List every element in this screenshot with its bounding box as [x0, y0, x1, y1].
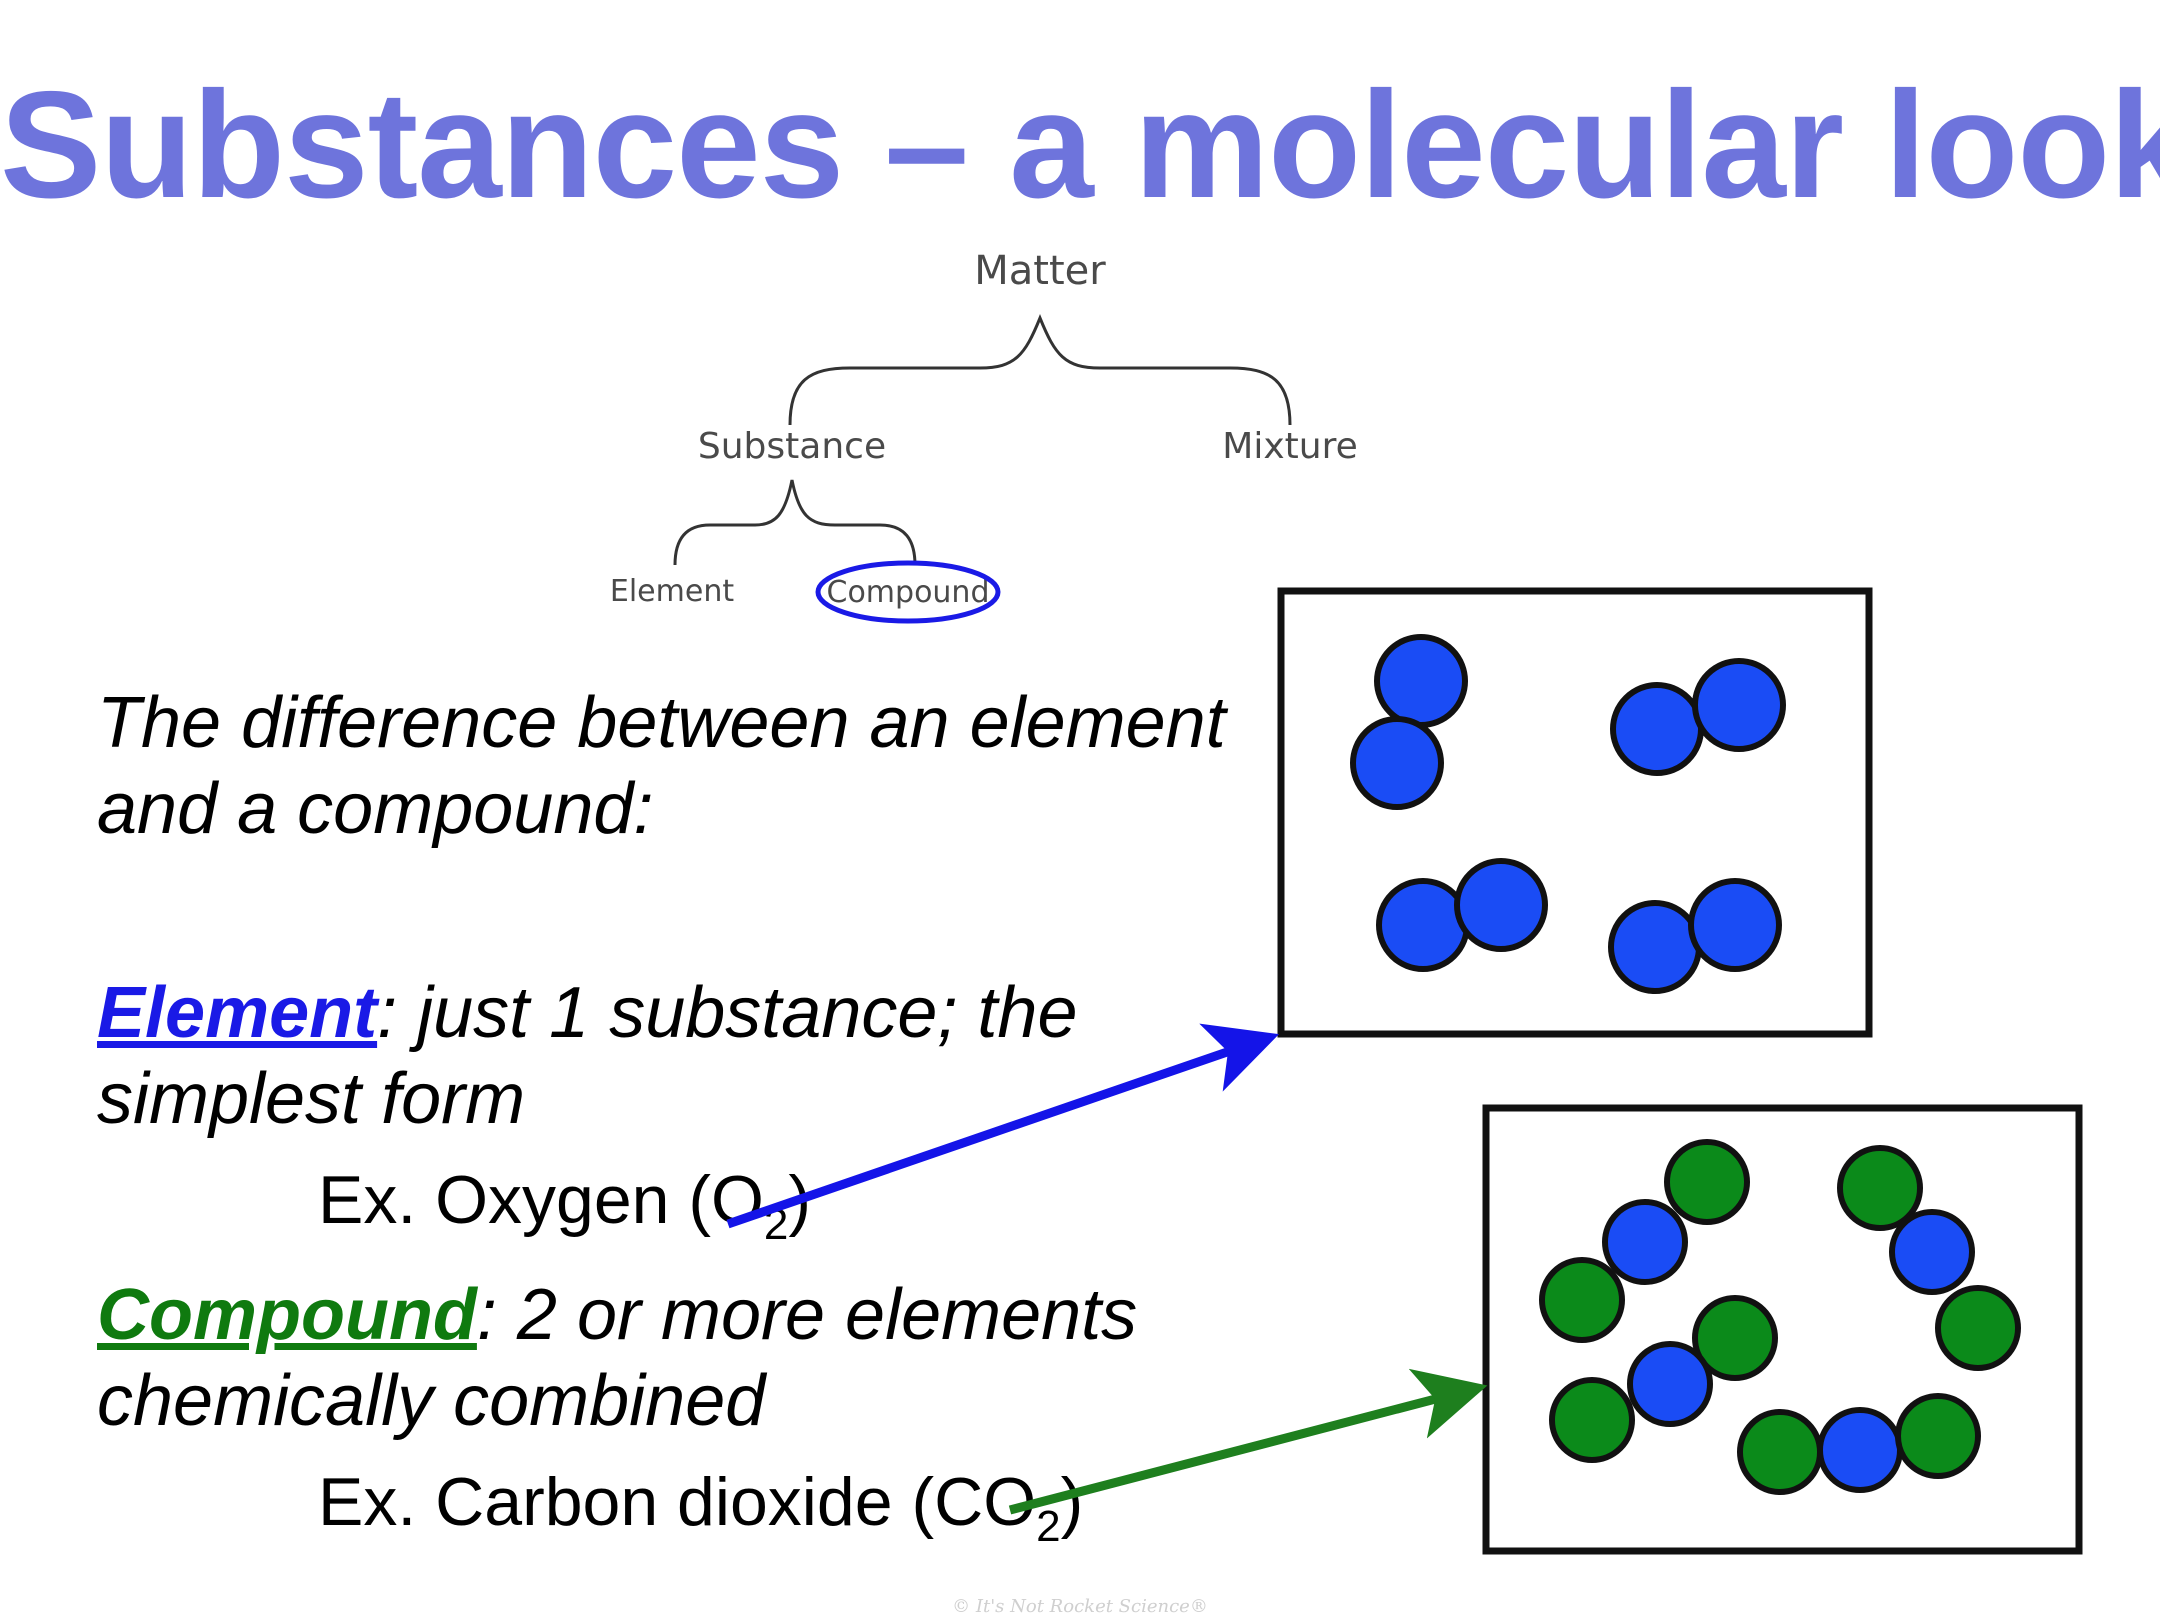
element-example-subscript: 2: [763, 1200, 789, 1249]
diagram-brace-substance: [673, 479, 917, 566]
oxygen-atom: [1374, 634, 1468, 728]
co2-oxygen-atom: [1539, 1257, 1625, 1343]
o2-molecule: [1376, 858, 1548, 972]
diagram-node-substance: Substance: [698, 426, 886, 467]
compound-example-subscript: 2: [1036, 1502, 1061, 1551]
carbon-dioxide-molecules-box: [1482, 1104, 2083, 1555]
intro-line-2: and a compound:: [97, 769, 654, 849]
oxygen-atom: [1692, 658, 1786, 752]
diagram-brace-matter: [788, 314, 1292, 426]
compound-term: Compound: [97, 1275, 477, 1355]
slide-title: Substances – a molecular look: [0, 60, 2160, 230]
co2-carbon-atom: [1602, 1199, 1688, 1285]
co2-molecule: [1737, 1393, 1981, 1495]
element-term: Element: [97, 973, 378, 1053]
element-definition: Element: just 1 substance; the simplest …: [97, 970, 1297, 1142]
co2-molecule: [1539, 1139, 1750, 1343]
element-definition-line-1: : just 1 substance; the: [377, 973, 1078, 1053]
co2-molecule: [1837, 1145, 2021, 1371]
oxygen-atom: [1350, 716, 1444, 810]
copyright-watermark: © It's Not Rocket Science®: [952, 1596, 1208, 1617]
co2-carbon-atom: [1627, 1341, 1713, 1427]
diagram-node-matter: Matter: [974, 248, 1106, 294]
element-definition-line-2: simplest form: [97, 1059, 526, 1139]
o2-molecule: [1608, 878, 1782, 994]
intro-text: The difference between an element and a …: [97, 680, 1297, 852]
diagram-node-compound: Compound: [827, 575, 990, 610]
oxygen-atom: [1688, 878, 1782, 972]
oxygen-molecules-box: [1277, 587, 1873, 1038]
element-example: Ex. Oxygen (O2): [318, 1160, 811, 1265]
matter-classification-diagram: Matter Substance Mixture Element Compoun…: [610, 248, 1358, 624]
compound-definition-line-1: : 2 or more elements: [476, 1275, 1138, 1355]
o2-molecule: [1350, 634, 1468, 810]
element-example-close: ): [788, 1162, 812, 1238]
co2-oxygen-atom: [1837, 1145, 1923, 1231]
compound-example-close: ): [1060, 1464, 1084, 1540]
compound-example: Ex. Carbon dioxide (CO2): [318, 1462, 1083, 1567]
compound-definition: Compound: 2 or more elements chemically …: [97, 1272, 1297, 1444]
co2-oxygen-atom: [1692, 1295, 1778, 1381]
co2-molecule: [1549, 1295, 1778, 1463]
co2-oxygen-atom: [1664, 1139, 1750, 1225]
compound-definition-line-2: chemically combined: [97, 1361, 766, 1441]
element-example-text: Ex. Oxygen (O: [318, 1162, 764, 1238]
diagram-node-mixture: Mixture: [1222, 426, 1357, 467]
co2-carbon-atom: [1817, 1407, 1903, 1493]
co2-oxygen-atom: [1895, 1393, 1981, 1479]
diagram-node-element: Element: [610, 574, 734, 609]
co2-carbon-atom: [1889, 1209, 1975, 1295]
co2-oxygen-atom: [1737, 1409, 1823, 1495]
oxygen-atom: [1376, 878, 1470, 972]
co2-oxygen-atom: [1549, 1377, 1635, 1463]
compound-example-text: Ex. Carbon dioxide (CO: [318, 1464, 1037, 1540]
compound-highlight-circle: [815, 560, 1001, 624]
intro-line-1: The difference between an element: [97, 683, 1226, 763]
co2-oxygen-atom: [1935, 1285, 2021, 1371]
oxygen-atom: [1454, 858, 1548, 952]
o2-molecule: [1610, 658, 1786, 776]
oxygen-atom: [1610, 682, 1704, 776]
oxygen-atom: [1608, 900, 1702, 994]
